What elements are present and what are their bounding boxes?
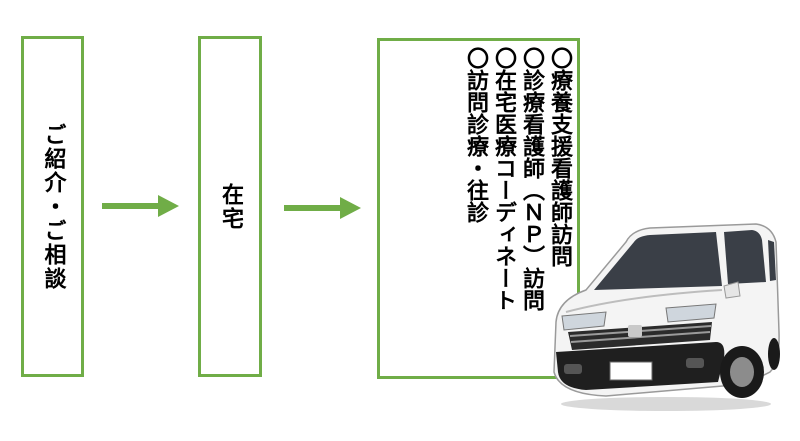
step-box-home: 在宅 [198,36,262,377]
service-item: 〇訪問診療・往診 [463,47,488,223]
step-label-consultation: ご紹介・ご相談 [40,122,66,291]
service-item: 〇診療看護師（ＮＰ）訪問 [519,47,544,311]
step-label-home: 在宅 [218,182,243,231]
step-box-consultation: ご紹介・ご相談 [21,36,84,377]
step-box-services: 〇療養支援看護師訪問 〇診療看護師（ＮＰ）訪問 〇在宅医療コーディネート 〇訪問… [377,38,580,379]
service-list: 〇療養支援看護師訪問 〇診療看護師（ＮＰ）訪問 〇在宅医療コーディネート 〇訪問… [461,47,573,311]
service-item: 〇療養支援看護師訪問 [547,47,572,267]
service-item: 〇在宅医療コーディネート [491,47,516,311]
right-arrow-icon [284,197,361,219]
right-arrow-icon [102,195,179,217]
car-icon [553,223,780,411]
